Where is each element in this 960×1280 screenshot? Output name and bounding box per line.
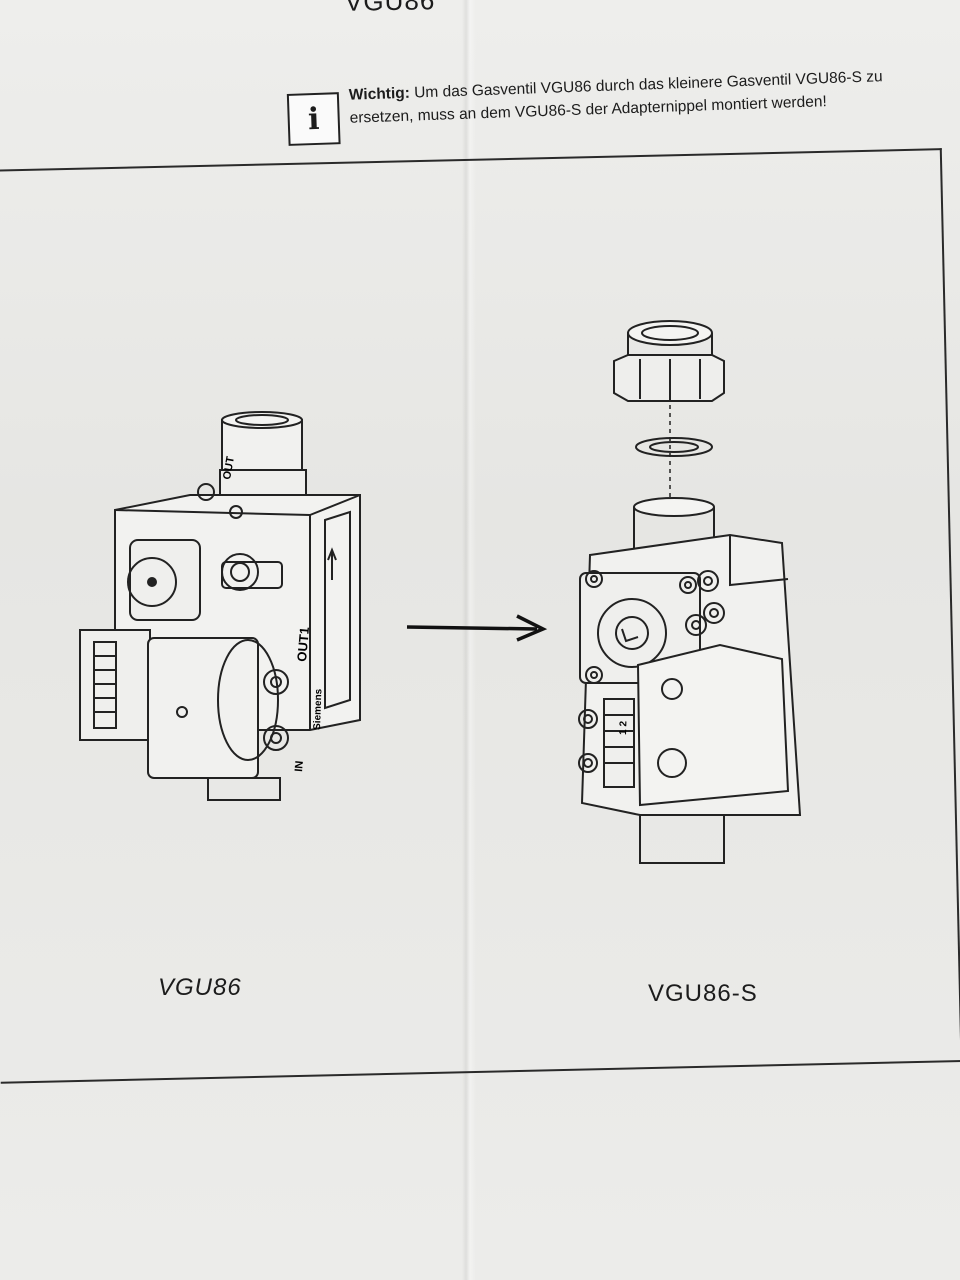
vgu86-caption: VGU86 [158,974,242,1001]
note-label: Wichtig: [348,84,411,104]
out1-label: OUT1 [294,626,312,662]
terminal-label: 1 2 [618,720,629,735]
out-label: OUT [221,455,237,480]
info-icon: i [286,92,341,146]
brand-label: Siemens [312,688,324,730]
right-arrow-icon [406,614,548,642]
vgu86s-valve-drawing: 1 2 [578,320,802,864]
vgu86s-caption: VGU86-S [648,980,758,1007]
info-icon-glyph: i [307,101,321,137]
vgu86-valve-drawing: OUT OUT1 IN Siemens [79,411,361,801]
page-title: VGU86 [344,0,436,17]
in-label: IN [293,760,306,772]
